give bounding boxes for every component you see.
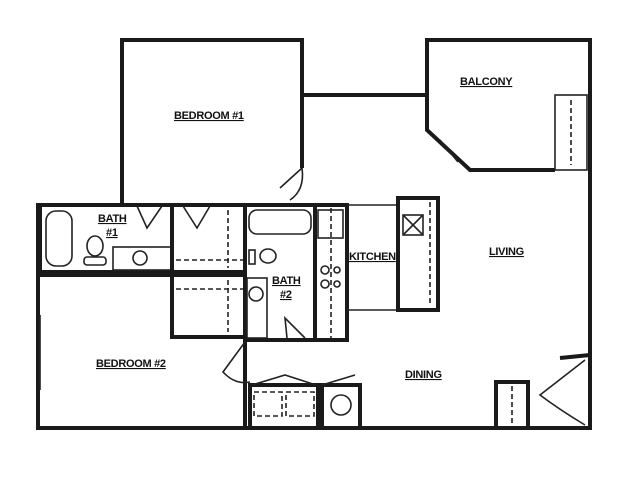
- toilet: [259, 248, 277, 264]
- room-label-bath-1-number: #1: [106, 227, 118, 239]
- kitchen-island: [396, 196, 440, 312]
- water-heater: [330, 394, 352, 416]
- bathtub: [45, 210, 73, 267]
- entry: [494, 353, 591, 430]
- vanity: [246, 277, 268, 339]
- balcony-closet: [554, 94, 588, 171]
- room-label-balcony: BALCONY: [460, 76, 513, 88]
- room-label-bath-1: BATH: [98, 213, 127, 225]
- room-label-bath-2: BATH: [272, 275, 301, 287]
- vanity: [112, 246, 173, 271]
- room-label-dining: DINING: [405, 369, 442, 381]
- laundry: [248, 374, 362, 430]
- washer: [253, 391, 283, 417]
- stove-burner: [320, 265, 330, 275]
- closets: [170, 203, 247, 339]
- kitchen: [313, 196, 440, 342]
- room-label-bath-2-number: #2: [280, 289, 292, 301]
- bathtub: [248, 209, 312, 235]
- room-label-living: LIVING: [489, 246, 524, 258]
- toilet: [86, 235, 104, 257]
- bath-2-door: [283, 315, 306, 339]
- sink: [132, 250, 148, 266]
- balcony-door: [439, 139, 459, 163]
- balcony: [425, 94, 588, 172]
- entry-door: [538, 359, 586, 426]
- bath-2: [243, 203, 317, 342]
- room-label-bedroom-1: BEDROOM #1: [174, 110, 244, 122]
- dryer: [285, 391, 315, 417]
- dishwasher: [402, 214, 424, 236]
- room-label-kitchen: KITCHEN: [349, 251, 396, 263]
- bath-1-door: [136, 205, 163, 230]
- sink: [248, 286, 264, 302]
- bedroom-1: [279, 95, 304, 201]
- bedroom-2: [39, 273, 251, 428]
- room-label-bedroom-2: BEDROOM #2: [96, 358, 166, 370]
- bedroom-2-door: [221, 341, 251, 384]
- bedroom-1-door: [279, 167, 304, 201]
- entry-closet: [494, 380, 530, 430]
